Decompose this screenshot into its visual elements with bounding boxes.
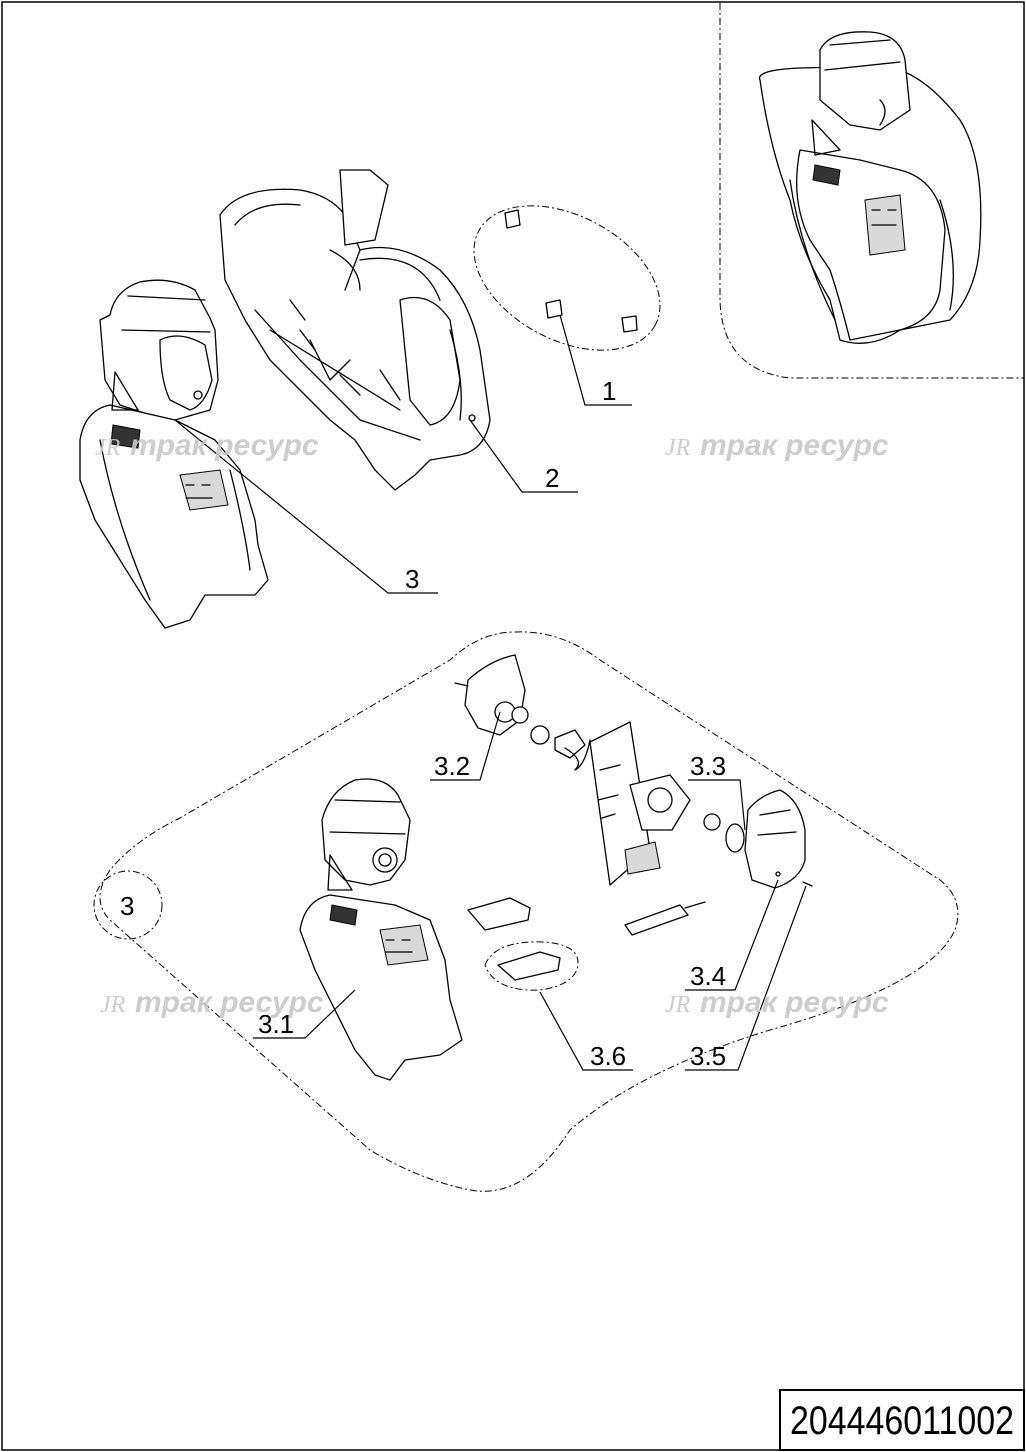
- watermark-text: трак ресурс: [700, 986, 889, 1019]
- part-3-3-cover: [744, 789, 813, 889]
- part-3-2-hinge: [454, 654, 591, 771]
- label-1: 1: [602, 376, 616, 406]
- label-3-2: 3.2: [434, 751, 470, 781]
- watermark-logo: JR: [95, 435, 121, 461]
- watermark-logo: JR: [100, 992, 126, 1018]
- group-3-boundary: [99, 631, 959, 1192]
- leader-lines: [174, 314, 807, 1071]
- part-1-bolts: [473, 205, 661, 351]
- label-3-circle: 3: [120, 891, 134, 921]
- watermark-logo: JR: [665, 992, 691, 1018]
- drawing-code: 204446011002: [790, 1399, 1014, 1443]
- watermark-text: трак ресурс: [135, 986, 324, 1019]
- part-2-seat-frame: [219, 169, 491, 491]
- watermarks: JR трак ресурс JR трак ресурс JR трак ре…: [95, 429, 889, 1019]
- label-2: 2: [545, 463, 559, 493]
- part-3-1-shell: [299, 778, 463, 1081]
- watermark-logo: JR: [665, 435, 691, 461]
- label-3-3: 3.3: [690, 751, 726, 781]
- group-3-marker: [93, 870, 163, 940]
- inset-seat-assembly: [758, 31, 982, 344]
- label-3-5: 3.5: [690, 1041, 726, 1071]
- pins-and-connectors: [467, 897, 706, 991]
- mechanism-plate: [589, 721, 745, 886]
- label-3-1: 3.1: [258, 1009, 294, 1039]
- part-3-seat-back: [79, 279, 269, 629]
- label-3-6: 3.6: [590, 1041, 626, 1071]
- label-3: 3: [405, 564, 419, 594]
- watermark-text: трак ресурс: [130, 429, 319, 462]
- label-3-4: 3.4: [690, 961, 726, 991]
- watermark-text: трак ресурс: [700, 429, 889, 462]
- drawing-code-box: [779, 1389, 1025, 1451]
- inset-view-boundary: [719, 3, 1024, 379]
